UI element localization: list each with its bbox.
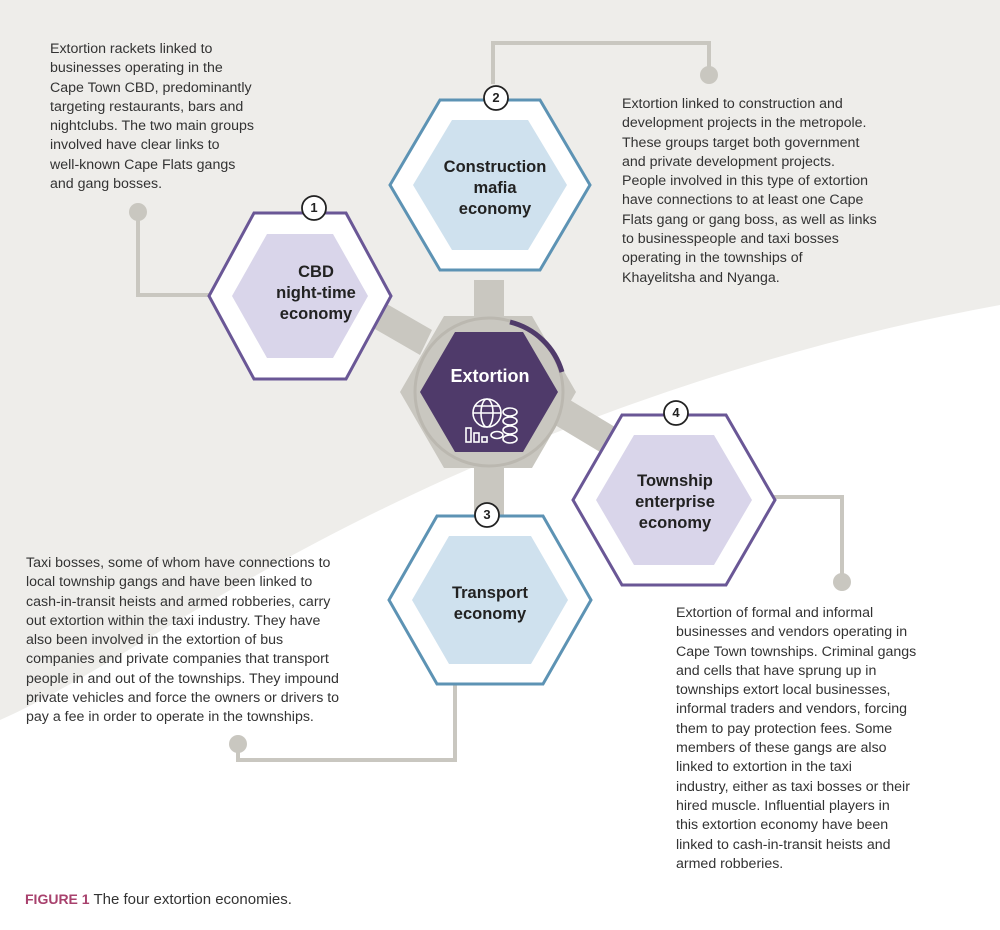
- description-line: armed robberies.: [676, 855, 784, 872]
- hex-title-2: Construction mafia economy: [415, 157, 575, 220]
- description-line: to businesspeople and taxi bosses: [622, 231, 839, 248]
- badge-number-2: 2: [492, 90, 500, 105]
- hex-title-2-line: economy: [458, 200, 532, 218]
- globe-money-chart-icon: [465, 398, 518, 444]
- description-line: linked to extortion in the taxi: [676, 759, 852, 776]
- hex-title-1-line: economy: [279, 305, 353, 323]
- description-line: pay a fee in order to operate in the tow…: [26, 709, 314, 726]
- leader-dot-4: [833, 573, 851, 591]
- description-line: townships extort local businesses,: [676, 682, 891, 699]
- leader-line-2: [491, 41, 711, 84]
- description-line: industry, either as taxi bosses or their: [676, 778, 910, 795]
- badge-number-3: 3: [483, 507, 491, 522]
- connector-arm-1: [368, 300, 432, 355]
- description-line: companies and private companies that tra…: [26, 651, 329, 668]
- description-line: linked to cash-in-transit heists and: [676, 836, 891, 853]
- badge-number-4: 4: [672, 405, 680, 420]
- description-line: involved have clear links to: [50, 137, 220, 154]
- description-line: operating in the townships of: [622, 250, 803, 267]
- description-line: this extortion economy have been: [676, 817, 889, 834]
- description-line: local township gangs and have been linke…: [26, 574, 313, 591]
- description-line: businesses and vendors operating in: [676, 624, 908, 641]
- description-line: informal traders and vendors, forcing: [676, 701, 908, 718]
- description-2: Extortion linked to construction and dev…: [622, 95, 877, 288]
- center-accent-arc: [509, 319, 565, 373]
- description-line: Flats gang or gang boss, as well as link…: [622, 211, 877, 228]
- hex-title-4-line: enterprise: [635, 493, 715, 511]
- hex-title-3: Transport economy: [410, 583, 570, 625]
- hex-title-4-line: economy: [638, 514, 712, 532]
- description-line: These groups target both government: [622, 134, 860, 151]
- description-line: and private development projects.: [622, 153, 835, 170]
- description-line: Cape Town townships. Criminal gangs: [676, 643, 917, 660]
- leader-line-1: [136, 212, 210, 297]
- figure-label: FIGURE 1: [25, 891, 90, 907]
- description-line: Extortion of formal and informal: [676, 605, 874, 621]
- hex-title-1: CBD night-time economy: [236, 262, 396, 325]
- description-line: private vehicles and force the owners or…: [26, 690, 340, 707]
- hex-title-4-line: Township: [637, 472, 713, 490]
- hex-title-2-line: mafia: [473, 179, 517, 197]
- center-ring: [413, 316, 565, 468]
- description-line: nightclubs. The two main groups: [50, 118, 254, 135]
- leader-dot-3: [229, 735, 247, 753]
- description-line: them to pay protection fees. Some: [676, 720, 893, 737]
- description-line: People involved in this type of extortio…: [622, 173, 869, 190]
- hex-title-3-line: economy: [453, 605, 527, 623]
- figure-caption: FIGURE 1 The four extortion economies.: [25, 891, 292, 908]
- center-label: Extortion: [450, 366, 530, 386]
- description-line: also been involved in the extortion of b…: [26, 632, 284, 649]
- hex-economy-3: [387, 514, 593, 686]
- hex-title-1-line: CBD: [298, 263, 334, 281]
- leader-line-4: [774, 495, 844, 582]
- description-3: Taxi bosses, some of whom have connectio…: [26, 554, 339, 728]
- description-line: development projects in the metropole.: [622, 115, 867, 132]
- description-line: and gang bosses.: [50, 176, 163, 193]
- hex-economy-2: [388, 98, 592, 272]
- hex-title-2-line: Construction: [443, 158, 547, 176]
- leader-dot-1: [129, 203, 147, 221]
- hex-title-4: Township enterprise economy: [595, 471, 755, 534]
- description-line: well-known Cape Flats gangs: [50, 156, 236, 173]
- hex-title-1-line: night-time: [276, 284, 356, 302]
- description-line: businesses operating in the: [50, 60, 223, 77]
- description-line: Cape Town CBD, predominantly: [50, 79, 252, 96]
- description-line: members of these gangs are also: [676, 740, 887, 757]
- description-line: cash-in-transit heists and armed robberi…: [26, 593, 331, 610]
- number-badge-4: [663, 400, 689, 426]
- number-badge-2: [483, 85, 509, 111]
- description-line: have connections to at least one Cape: [622, 192, 864, 209]
- description-line: targeting restaurants, bars and: [50, 98, 244, 115]
- hex-title-3-line: Transport: [451, 584, 529, 602]
- connector-arm-4: [555, 400, 620, 455]
- badge-number-1: 1: [310, 200, 318, 215]
- hex-economy-1: [207, 211, 393, 381]
- leader-dot-2: [700, 66, 718, 84]
- description-4: Extortion of formal and informal busines…: [676, 604, 916, 874]
- description-1: Extortion rackets linked to businesses o…: [50, 40, 254, 194]
- number-badge-3: [474, 502, 500, 528]
- description-line: out extortion within the taxi industry. …: [26, 612, 321, 629]
- description-line: hired muscle. Influential players in: [676, 797, 890, 814]
- hex-economy-4: [571, 413, 777, 587]
- center-hex: [420, 332, 558, 452]
- figure-caption-text: The four extortion economies.: [93, 891, 292, 908]
- description-line: people in and out of the townships. They…: [26, 670, 339, 687]
- description-line: Taxi bosses, some of whom have connectio…: [26, 555, 331, 571]
- description-line: Khayelitsha and Nyanga.: [622, 269, 780, 286]
- description-line: Extortion rackets linked to: [50, 41, 213, 57]
- description-line: Extortion linked to construction and: [622, 96, 843, 112]
- description-line: and cells that have sprung up in: [676, 662, 877, 679]
- number-badge-1: [301, 195, 327, 221]
